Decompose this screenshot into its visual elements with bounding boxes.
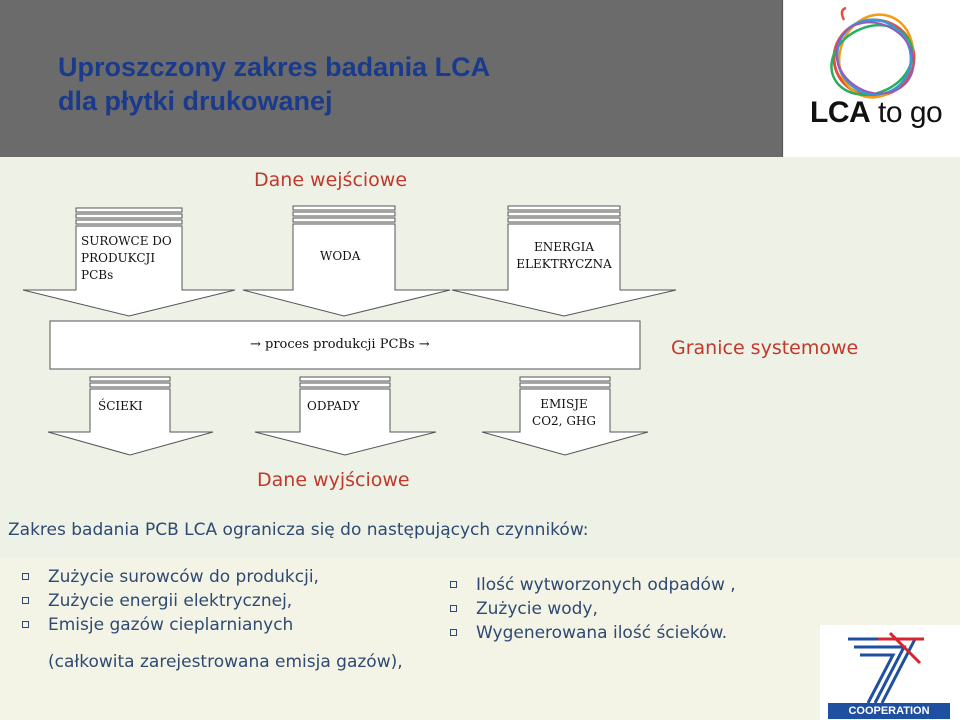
input-arrow-2-bar: [292, 205, 396, 211]
factors-left-list: Zużycie surowców do produkcji, Zużycie e…: [18, 565, 319, 637]
system-boundary-label: Granice systemowe: [671, 337, 859, 359]
input-label-3: ENERGIA ELEKTRYCZNA: [516, 240, 612, 271]
input-arrow-1: [22, 225, 236, 317]
lca-swirl-icon: [830, 6, 916, 99]
output-label-1: ŚCIEKI: [98, 399, 143, 413]
output-arrow-1: [47, 388, 214, 456]
output-arrow-2-bar: [299, 376, 391, 382]
input-arrow-3-bar: [507, 211, 621, 217]
process-label: → proces produkcji PCBs →: [250, 337, 430, 352]
list-item: Zużycie energii elektrycznej,: [18, 589, 319, 613]
lca-flow-diagram: [22, 205, 677, 456]
factors-right-list: Ilość wytworzonych odpadów , Zużycie wod…: [446, 573, 736, 645]
output-arrow-2: [254, 388, 437, 456]
input-arrow-2: [242, 223, 451, 317]
list-item: Ilość wytworzonych odpadów ,: [446, 573, 736, 597]
input-label-1: SUROWCE DO PRODUKCJI PCBs: [81, 234, 172, 282]
list-item: Zużycie surowców do produkcji,: [18, 565, 319, 589]
title-banner: Uproszczony zakres badania LCA dla płytk…: [0, 0, 783, 157]
input-arrow-3-bar: [507, 217, 621, 223]
output-arrow-3: [481, 388, 649, 456]
logo-text: LCA to go: [810, 96, 943, 129]
fp7-icon: [828, 631, 950, 719]
title-line-2: dla płytki drukowanej: [58, 86, 333, 116]
input-arrow-1-bar: [75, 213, 183, 219]
input-arrow-3: [451, 223, 677, 317]
output-arrow-1-bar: [89, 382, 171, 388]
title-line-1: Uproszczony zakres badania LCA: [58, 52, 491, 82]
output-arrow-3-bar: [519, 376, 611, 382]
inputs-label: Dane wejściowe: [254, 169, 408, 191]
lca-to-go-logo: LCA to go: [784, 0, 960, 157]
output-arrow-2-bar: [299, 382, 391, 388]
fp7-label: COOPERATION: [848, 705, 930, 717]
page-title: Uproszczony zakres badania LCA dla płytk…: [58, 50, 490, 118]
list-item: Emisje gazów cieplarnianych: [18, 613, 319, 637]
process-box: [49, 320, 641, 370]
list-item: Zużycie wody,: [446, 597, 736, 621]
input-arrow-1-bar: [75, 219, 183, 225]
output-label-3: EMISJE CO2, GHG: [532, 397, 596, 428]
fp7-cooperation-logo: COOPERATION: [820, 625, 960, 720]
scope-description: Zakres badania PCB LCA ogranicza się do …: [8, 520, 589, 540]
output-arrow-3-bar: [519, 382, 611, 388]
factors-panel: [0, 557, 960, 720]
output-label-2: ODPADY: [307, 399, 360, 413]
list-item-continuation: (całkowita zarejestrowana emisja gazów),: [48, 652, 403, 672]
input-arrow-1-bar: [75, 207, 183, 213]
input-label-2: WODA: [320, 249, 361, 263]
input-arrow-2-bar: [292, 211, 396, 217]
output-arrow-1-bar: [89, 376, 171, 382]
input-arrow-3-bar: [507, 205, 621, 211]
list-item: Wygenerowana ilość ścieków.: [446, 621, 736, 645]
input-arrow-2-bar: [292, 217, 396, 223]
outputs-label: Dane wyjściowe: [257, 469, 410, 491]
